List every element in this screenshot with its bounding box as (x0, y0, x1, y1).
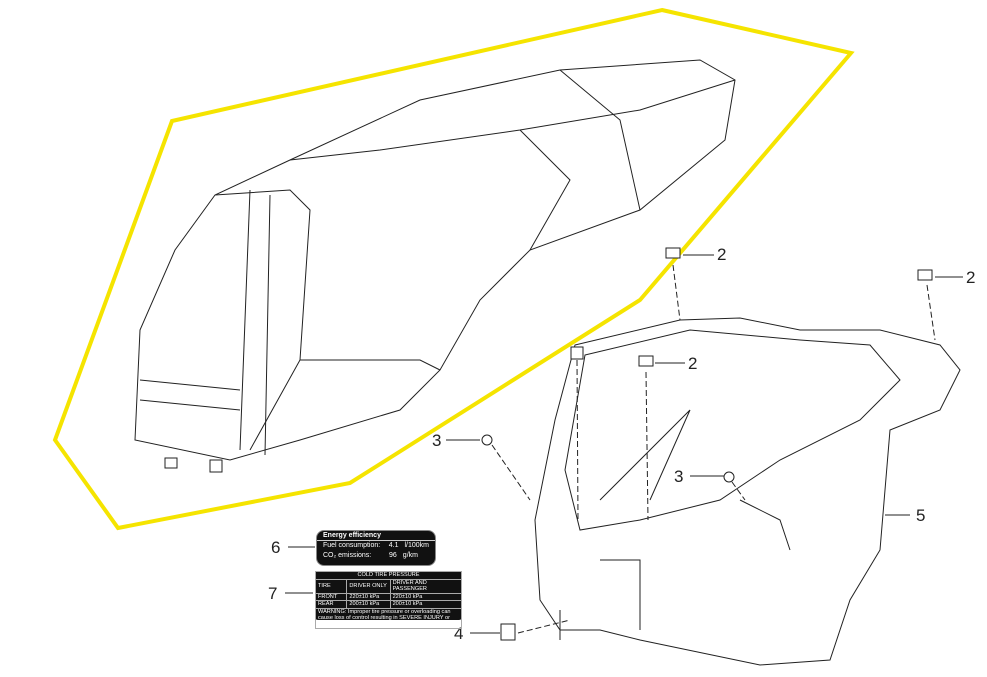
storage-box (534, 317, 961, 666)
co2-unit: g/km (402, 552, 418, 559)
tire-header: DRIVER ONLY (346, 578, 391, 594)
tire-title: COLD TIRE PRESSURE (315, 571, 462, 580)
clip-nut-icon (500, 623, 516, 641)
co2-label: CO₂ emissions: (323, 552, 372, 559)
seat (134, 59, 736, 473)
tire-cell: 220±10 kPa (346, 592, 391, 601)
tire-cell: FRONT (314, 592, 348, 601)
tire-header: DRIVER AND PASSENGER (389, 578, 463, 594)
fuel-label: Fuel consumption: (323, 542, 381, 549)
tire-cell: 200±10 kPa (389, 600, 463, 609)
bolt-icon (665, 247, 681, 259)
callout-3b: 3 (674, 467, 684, 486)
tire-header: TIRE (314, 578, 348, 594)
seat-highlight-outline (52, 7, 855, 531)
fuel-value: 4.1 (388, 542, 399, 549)
callout-5: 5 (916, 506, 926, 525)
leader-lines (285, 254, 963, 634)
tire-cell: 220±10 kPa (389, 592, 463, 601)
tire-cell: REAR (314, 600, 348, 609)
co2-value: 96 (389, 552, 397, 559)
energy-efficiency-label: Energy efficiency Fuel consumption: 4.1 l/… (316, 530, 436, 566)
tire-cell: 200±10 kPa (346, 600, 391, 609)
callout-4: 4 (454, 624, 464, 643)
fuel-unit: l/100km (404, 542, 429, 549)
callout-2c: 2 (688, 354, 698, 373)
tire-warning: WARNING: Improper tire pressure or overl… (315, 607, 462, 629)
callout-6: 6 (271, 538, 281, 557)
bolts (481, 247, 933, 641)
callout-2a: 2 (717, 245, 727, 264)
energy-title: Energy efficiency (317, 531, 435, 541)
callout-2b: 2 (966, 268, 976, 287)
callout-3a: 3 (432, 431, 442, 450)
callout-7: 7 (268, 584, 278, 603)
